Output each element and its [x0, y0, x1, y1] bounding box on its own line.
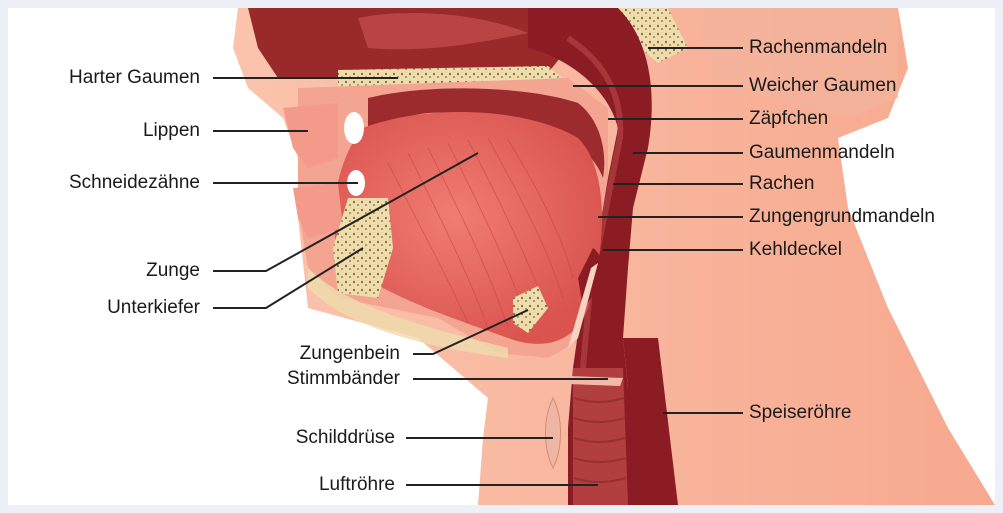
label-unterkiefer: Unterkiefer	[107, 297, 200, 319]
label-rachenmandeln: Rachenmandeln	[749, 37, 887, 59]
label-zaepfchen: Zäpfchen	[749, 108, 828, 130]
anatomy-diagram: Harter Gaumen Lippen Schneidezähne Zunge…	[8, 8, 995, 505]
label-gaumenmandeln: Gaumenmandeln	[749, 142, 895, 164]
label-zungengrundmandeln: Zungengrundmandeln	[749, 206, 935, 228]
label-stimmbaender: Stimmbänder	[287, 368, 400, 390]
upper-incisor	[344, 112, 364, 144]
label-zungenbein: Zungenbein	[300, 343, 400, 365]
label-kehldeckel: Kehldeckel	[749, 239, 842, 261]
label-harter-gaumen: Harter Gaumen	[69, 67, 200, 89]
label-speiseroehre: Speiseröhre	[749, 402, 851, 424]
label-rachen: Rachen	[749, 173, 815, 195]
label-schneidezaehne: Schneidezähne	[69, 172, 200, 194]
label-lippen: Lippen	[143, 120, 200, 142]
label-luftroehre: Luftröhre	[319, 474, 395, 496]
label-schilddruese: Schilddrüse	[296, 427, 395, 449]
label-weicher-gaumen: Weicher Gaumen	[749, 75, 897, 97]
label-zunge: Zunge	[146, 260, 200, 282]
upper-lip	[283, 103, 338, 168]
